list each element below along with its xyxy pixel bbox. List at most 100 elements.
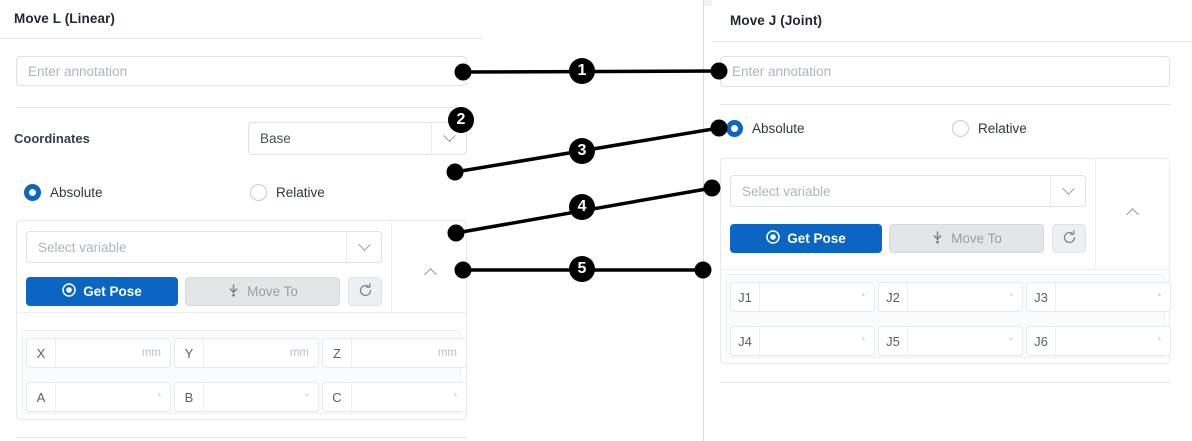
field-j6[interactable]: J6 ° <box>1026 326 1171 356</box>
panel-separator <box>703 0 704 441</box>
field-value-input[interactable]: mm <box>437 347 457 359</box>
callout-endpoint-dot <box>710 62 728 80</box>
field-b[interactable]: B° <box>174 382 319 412</box>
refresh-button[interactable] <box>348 277 382 306</box>
mode-relative-radio[interactable]: Relative <box>952 120 1027 137</box>
get-pose-button[interactable]: Get Pose <box>730 224 882 253</box>
callout-badge-3: 3 <box>569 138 595 164</box>
field-value-input[interactable]: ° <box>305 392 309 402</box>
callout-badge-5: 5 <box>569 256 595 282</box>
mode-absolute-radio[interactable]: Absolute <box>24 184 103 201</box>
field-value-input[interactable]: ° <box>1009 336 1013 346</box>
callout-endpoint-dot <box>447 224 465 242</box>
coordinate-frame-select[interactable]: Base <box>248 122 467 155</box>
move-j-title: Move J (Joint) <box>730 13 823 28</box>
field-value-input[interactable]: ° <box>453 392 457 402</box>
mode-relative-radio[interactable]: Relative <box>250 184 325 201</box>
field-value-input[interactable]: ° <box>1157 292 1161 302</box>
move-to-button[interactable]: Move To <box>185 277 340 306</box>
field-key-label: J3 <box>1027 283 1056 311</box>
divider <box>0 38 482 39</box>
mode-relative-label: Relative <box>978 121 1027 136</box>
divider <box>16 437 467 438</box>
field-key-label: J5 <box>879 327 908 355</box>
variable-select[interactable]: Select variable <box>26 231 382 263</box>
move-down-icon <box>931 230 944 247</box>
field-j3[interactable]: J3 ° <box>1026 282 1171 312</box>
field-j4[interactable]: J4 ° <box>730 326 875 356</box>
field-key-label: X <box>27 339 56 367</box>
field-value-input[interactable]: ° <box>1157 336 1161 346</box>
divider <box>720 382 1170 383</box>
field-key-label: J2 <box>879 283 908 311</box>
field-key-label: C <box>323 383 352 411</box>
divider <box>721 269 1169 270</box>
field-key-label: J6 <box>1027 327 1056 355</box>
field-c[interactable]: C° <box>322 382 467 412</box>
field-key-label: Y <box>175 339 204 367</box>
field-key-label: B <box>175 383 204 411</box>
record-target-icon <box>62 283 76 300</box>
variable-value: Select variable <box>742 183 831 199</box>
chevron-down-icon <box>431 123 466 154</box>
divider <box>720 104 1170 105</box>
divider <box>391 221 392 312</box>
move-l-title: Move L (Linear) <box>14 11 116 26</box>
chevron-down-icon <box>346 232 381 262</box>
annotation-input[interactable]: Enter annotation <box>720 56 1170 87</box>
callout-endpoint-dot <box>694 261 712 279</box>
field-key-label: J1 <box>731 283 760 311</box>
callout-badge-4: 4 <box>569 194 595 220</box>
field-value-input[interactable]: ° <box>157 392 161 402</box>
refresh-icon <box>358 282 373 301</box>
field-a[interactable]: A° <box>26 382 171 412</box>
mode-absolute-label: Absolute <box>752 121 805 136</box>
refresh-icon <box>1062 229 1077 248</box>
move-l-panel: Move L (Linear) Enter annotation Coordin… <box>0 0 482 441</box>
divider <box>1095 159 1096 269</box>
field-value-input[interactable]: ° <box>861 292 865 302</box>
annotation-input[interactable]: Enter annotation <box>16 56 467 86</box>
field-value-input[interactable]: ° <box>861 336 865 346</box>
divider <box>16 107 467 108</box>
record-target-icon <box>766 230 780 247</box>
move-to-label: Move To <box>247 284 298 299</box>
callout-endpoint-dot <box>703 179 721 197</box>
coordinates-label: Coordinates <box>14 131 90 146</box>
move-to-label: Move To <box>951 231 1002 246</box>
mode-absolute-radio[interactable]: Absolute <box>726 120 805 137</box>
field-j1[interactable]: J1 ° <box>730 282 875 312</box>
get-pose-button[interactable]: Get Pose <box>26 277 178 306</box>
get-pose-label: Get Pose <box>787 231 846 246</box>
move-to-button[interactable]: Move To <box>889 224 1044 253</box>
radio-absolute-icon <box>24 184 41 201</box>
field-key-label: Z <box>323 339 352 367</box>
divider <box>712 41 1192 42</box>
callout-badge-2: 2 <box>448 107 474 133</box>
callout-badge-1: 1 <box>569 58 595 84</box>
chevron-down-icon <box>1050 176 1085 206</box>
variable-select[interactable]: Select variable <box>730 175 1086 207</box>
field-value-input[interactable]: mm <box>141 347 161 359</box>
field-j2[interactable]: J2 ° <box>878 282 1023 312</box>
callout-endpoint-dot <box>454 261 472 279</box>
mode-relative-label: Relative <box>276 185 325 200</box>
radio-absolute-icon <box>726 120 743 137</box>
get-pose-label: Get Pose <box>83 284 142 299</box>
variable-value: Select variable <box>38 239 127 255</box>
mode-absolute-label: Absolute <box>50 185 103 200</box>
divider <box>17 312 466 313</box>
field-j5[interactable]: J5 ° <box>878 326 1023 356</box>
refresh-button[interactable] <box>1052 224 1086 253</box>
field-value-input[interactable]: ° <box>1009 292 1013 302</box>
field-key-label: A <box>27 383 56 411</box>
field-value-input[interactable]: mm <box>289 347 309 359</box>
radio-relative-icon <box>250 184 267 201</box>
callout-endpoint-dot <box>710 119 728 137</box>
field-key-label: J4 <box>731 327 760 355</box>
